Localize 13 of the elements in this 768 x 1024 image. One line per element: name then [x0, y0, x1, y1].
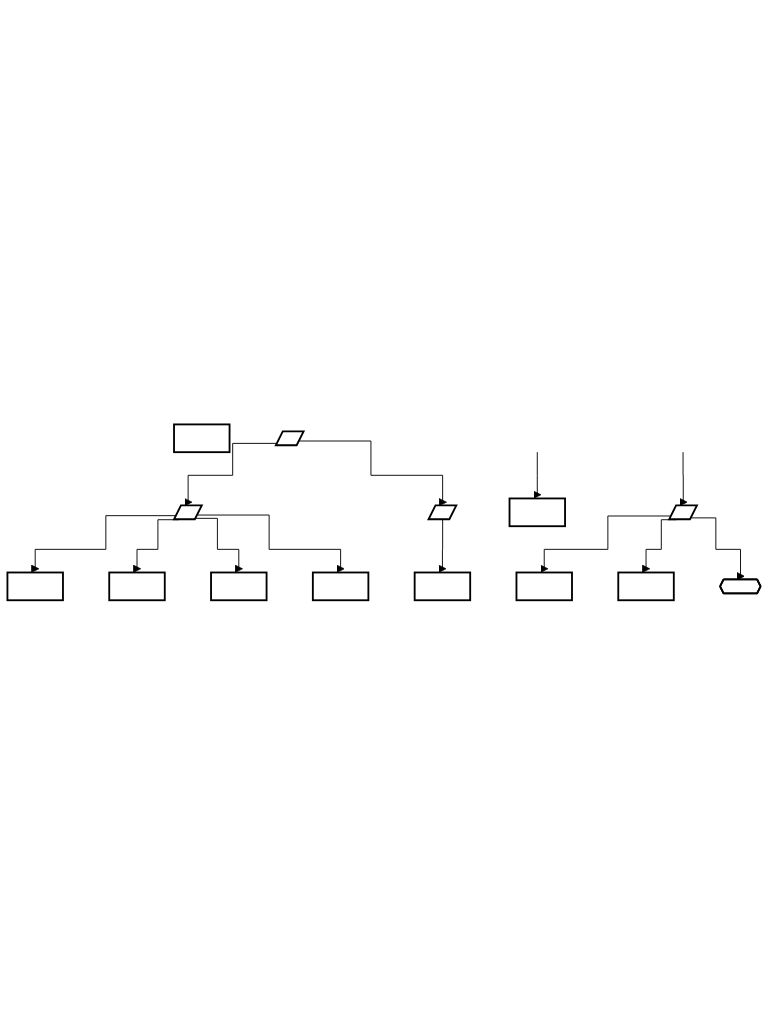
node-parallelogram	[274, 430, 306, 446]
node-parallelogram	[172, 504, 204, 520]
node-box	[311, 571, 370, 601]
node-box	[210, 571, 268, 601]
node-box	[515, 571, 573, 601]
node-box	[617, 571, 675, 601]
node-parallelogram	[667, 504, 699, 520]
node-box	[508, 497, 566, 527]
node-box	[108, 571, 166, 601]
node-parallelogram	[427, 504, 458, 520]
node-box	[6, 571, 64, 601]
node-box	[413, 571, 472, 601]
node-box	[173, 423, 231, 453]
